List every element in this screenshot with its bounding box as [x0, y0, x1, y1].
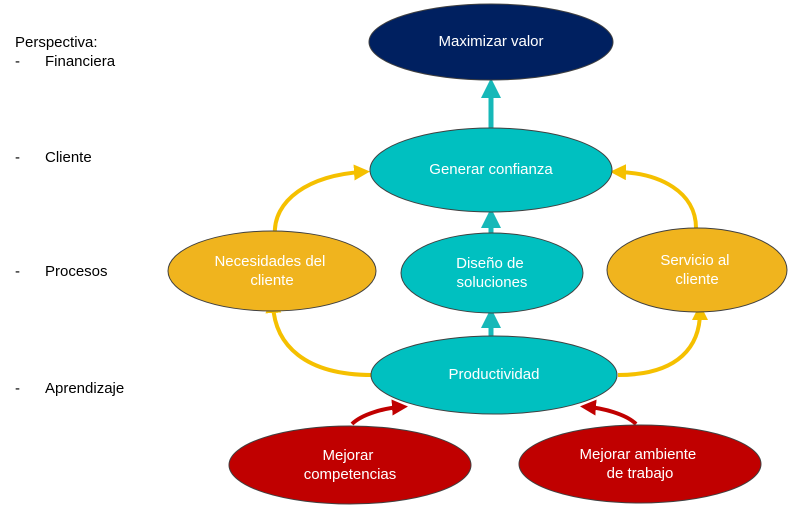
arrow-productividad-to-servicio [617, 304, 708, 377]
node-label: Maximizar valor [438, 33, 543, 50]
node-diseno-de-soluciones: Diseño de soluciones [400, 232, 584, 314]
arrow-ambiente-to-productividad [580, 399, 638, 426]
node-label: Mejorar competencias [304, 447, 397, 483]
node-shape [167, 230, 377, 312]
node-label: Necesidades del cliente [214, 253, 329, 289]
node-productividad: Productividad [370, 335, 618, 415]
perspective-cliente: - Cliente [15, 149, 92, 166]
arrow-necesidades-to-confianza [272, 164, 370, 237]
perspective-label: Cliente [45, 149, 92, 166]
node-label: Diseño de soluciones [456, 255, 528, 291]
perspective-procesos: - Procesos [15, 263, 108, 280]
arrow-productividad-to-necesidades [265, 297, 373, 377]
node-shape [606, 227, 788, 313]
arrow-competencias-to-productividad [350, 399, 408, 426]
perspective-label: Aprendizaje [45, 380, 125, 397]
list-dash: - [15, 380, 20, 397]
node-shape [368, 3, 614, 81]
node-necesidades-del-cliente: Necesidades del cliente [167, 230, 377, 312]
perspective-aprendizaje: - Aprendizaje [15, 380, 124, 397]
node-shape [518, 424, 762, 504]
perspective-label: Procesos [45, 263, 108, 280]
node-shape [370, 335, 618, 415]
list-dash: - [15, 149, 20, 166]
node-label: Servicio al cliente [660, 252, 733, 288]
node-maximizar-valor: Maximizar valor [368, 3, 614, 81]
node-generar-confianza: Generar confianza [369, 127, 613, 213]
perspective-label: Financiera [45, 53, 116, 70]
node-mejorar-ambiente-de-trabajo: Mejorar ambiente de trabajo [518, 424, 762, 504]
list-dash: - [15, 53, 20, 70]
node-label: Generar confianza [429, 161, 553, 178]
perspective-financiera: - Financiera [15, 53, 115, 70]
node-shape [228, 425, 472, 505]
perspective-title: Perspectiva: [15, 34, 98, 51]
list-dash: - [15, 263, 20, 280]
node-servicio-al-cliente: Servicio al cliente [606, 227, 788, 313]
node-mejorar-competencias: Mejorar competencias [228, 425, 472, 505]
node-label: Mejorar ambiente de trabajo [580, 446, 701, 482]
node-shape [369, 127, 613, 213]
node-label: Productividad [449, 366, 540, 383]
node-shape [400, 232, 584, 314]
arrow-servicio-to-confianza [610, 164, 698, 229]
